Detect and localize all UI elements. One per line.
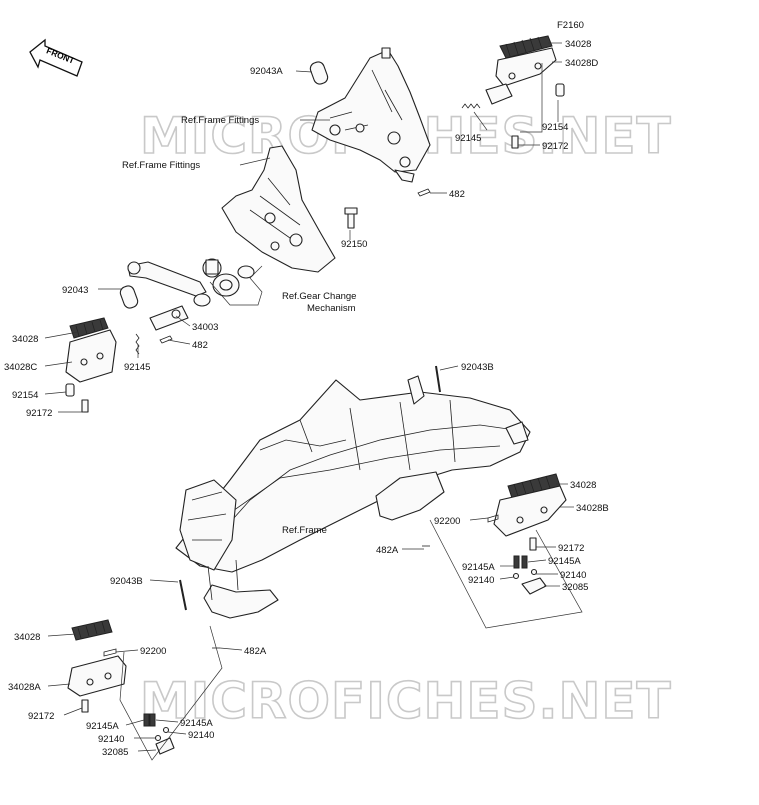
part-482-top: 482 [449, 189, 465, 200]
part-92140-bottom-left-1: 92140 [98, 734, 124, 745]
part-92200-right: 92200 [434, 516, 460, 527]
diagram-code: F2160 [557, 20, 584, 31]
part-32085-bottom-left: 32085 [102, 747, 128, 758]
part-482A-bottom-left: 482A [244, 646, 267, 657]
part-92172-left: 92172 [26, 408, 52, 419]
part-34028A: 34028A [8, 682, 41, 693]
footrest-right [422, 473, 567, 595]
part-482A-right: 482A [376, 545, 399, 556]
part-34003: 34003 [192, 322, 218, 333]
part-92172-bottom-left: 92172 [28, 711, 54, 722]
leader-lines [44, 42, 583, 761]
ref-gear-change-1: Ref.Gear Change [282, 291, 356, 302]
rear-bracket-assembly [309, 47, 481, 229]
part-92145A-bottom-left-2: 92145A [180, 718, 213, 729]
ref-frame-fittings-1: Ref.Frame Fittings [181, 115, 259, 126]
part-92043A: 92043A [250, 66, 283, 77]
part-34028B: 34028B [576, 503, 609, 514]
part-92172-right: 92172 [558, 543, 584, 554]
part-32085-right: 32085 [562, 582, 588, 593]
front-arrow-icon: FRONT [29, 38, 83, 77]
part-482-left: 482 [192, 340, 208, 351]
ref-frame: Ref.Frame [282, 525, 327, 536]
footrest-top-right [485, 35, 565, 149]
part-34028C: 34028C [4, 362, 37, 373]
part-92145A-right-1: 92145A [462, 562, 495, 573]
part-92140-bottom-left-2: 92140 [188, 730, 214, 741]
front-bracket-assembly [119, 145, 336, 331]
part-92145A-right-2: 92145A [548, 556, 581, 567]
ref-frame-fittings-2: Ref.Frame Fittings [122, 160, 200, 171]
part-34028-left: 34028 [12, 334, 38, 345]
part-92043B-right: 92043B [461, 362, 494, 373]
part-92154-left: 92154 [12, 390, 38, 401]
part-92145A-bottom-left-1: 92145A [86, 721, 119, 732]
part-92172-top-right: 92172 [542, 141, 568, 152]
part-92140-right-2: 92140 [560, 570, 586, 581]
part-92140-right-1: 92140 [468, 575, 494, 586]
part-92145-left: 92145 [124, 362, 150, 373]
part-34028-top-right: 34028 [565, 39, 591, 50]
part-34028-right: 34028 [570, 480, 596, 491]
part-92200-bottom-left: 92200 [140, 646, 166, 657]
part-92154-top-right: 92154 [542, 122, 568, 133]
watermark-bottom: MICROFICHES.NET [140, 672, 672, 730]
part-92145-top: 92145 [455, 133, 481, 144]
part-92043: 92043 [62, 285, 88, 296]
part-92150: 92150 [341, 239, 367, 250]
part-34028-bottom-left: 34028 [14, 632, 40, 643]
footrest-left [65, 317, 173, 413]
part-92043B-left: 92043B [110, 576, 143, 587]
part-34028D: 34028D [565, 58, 598, 69]
ref-gear-change-2: Mechanism [307, 303, 356, 314]
main-frame [175, 375, 531, 619]
